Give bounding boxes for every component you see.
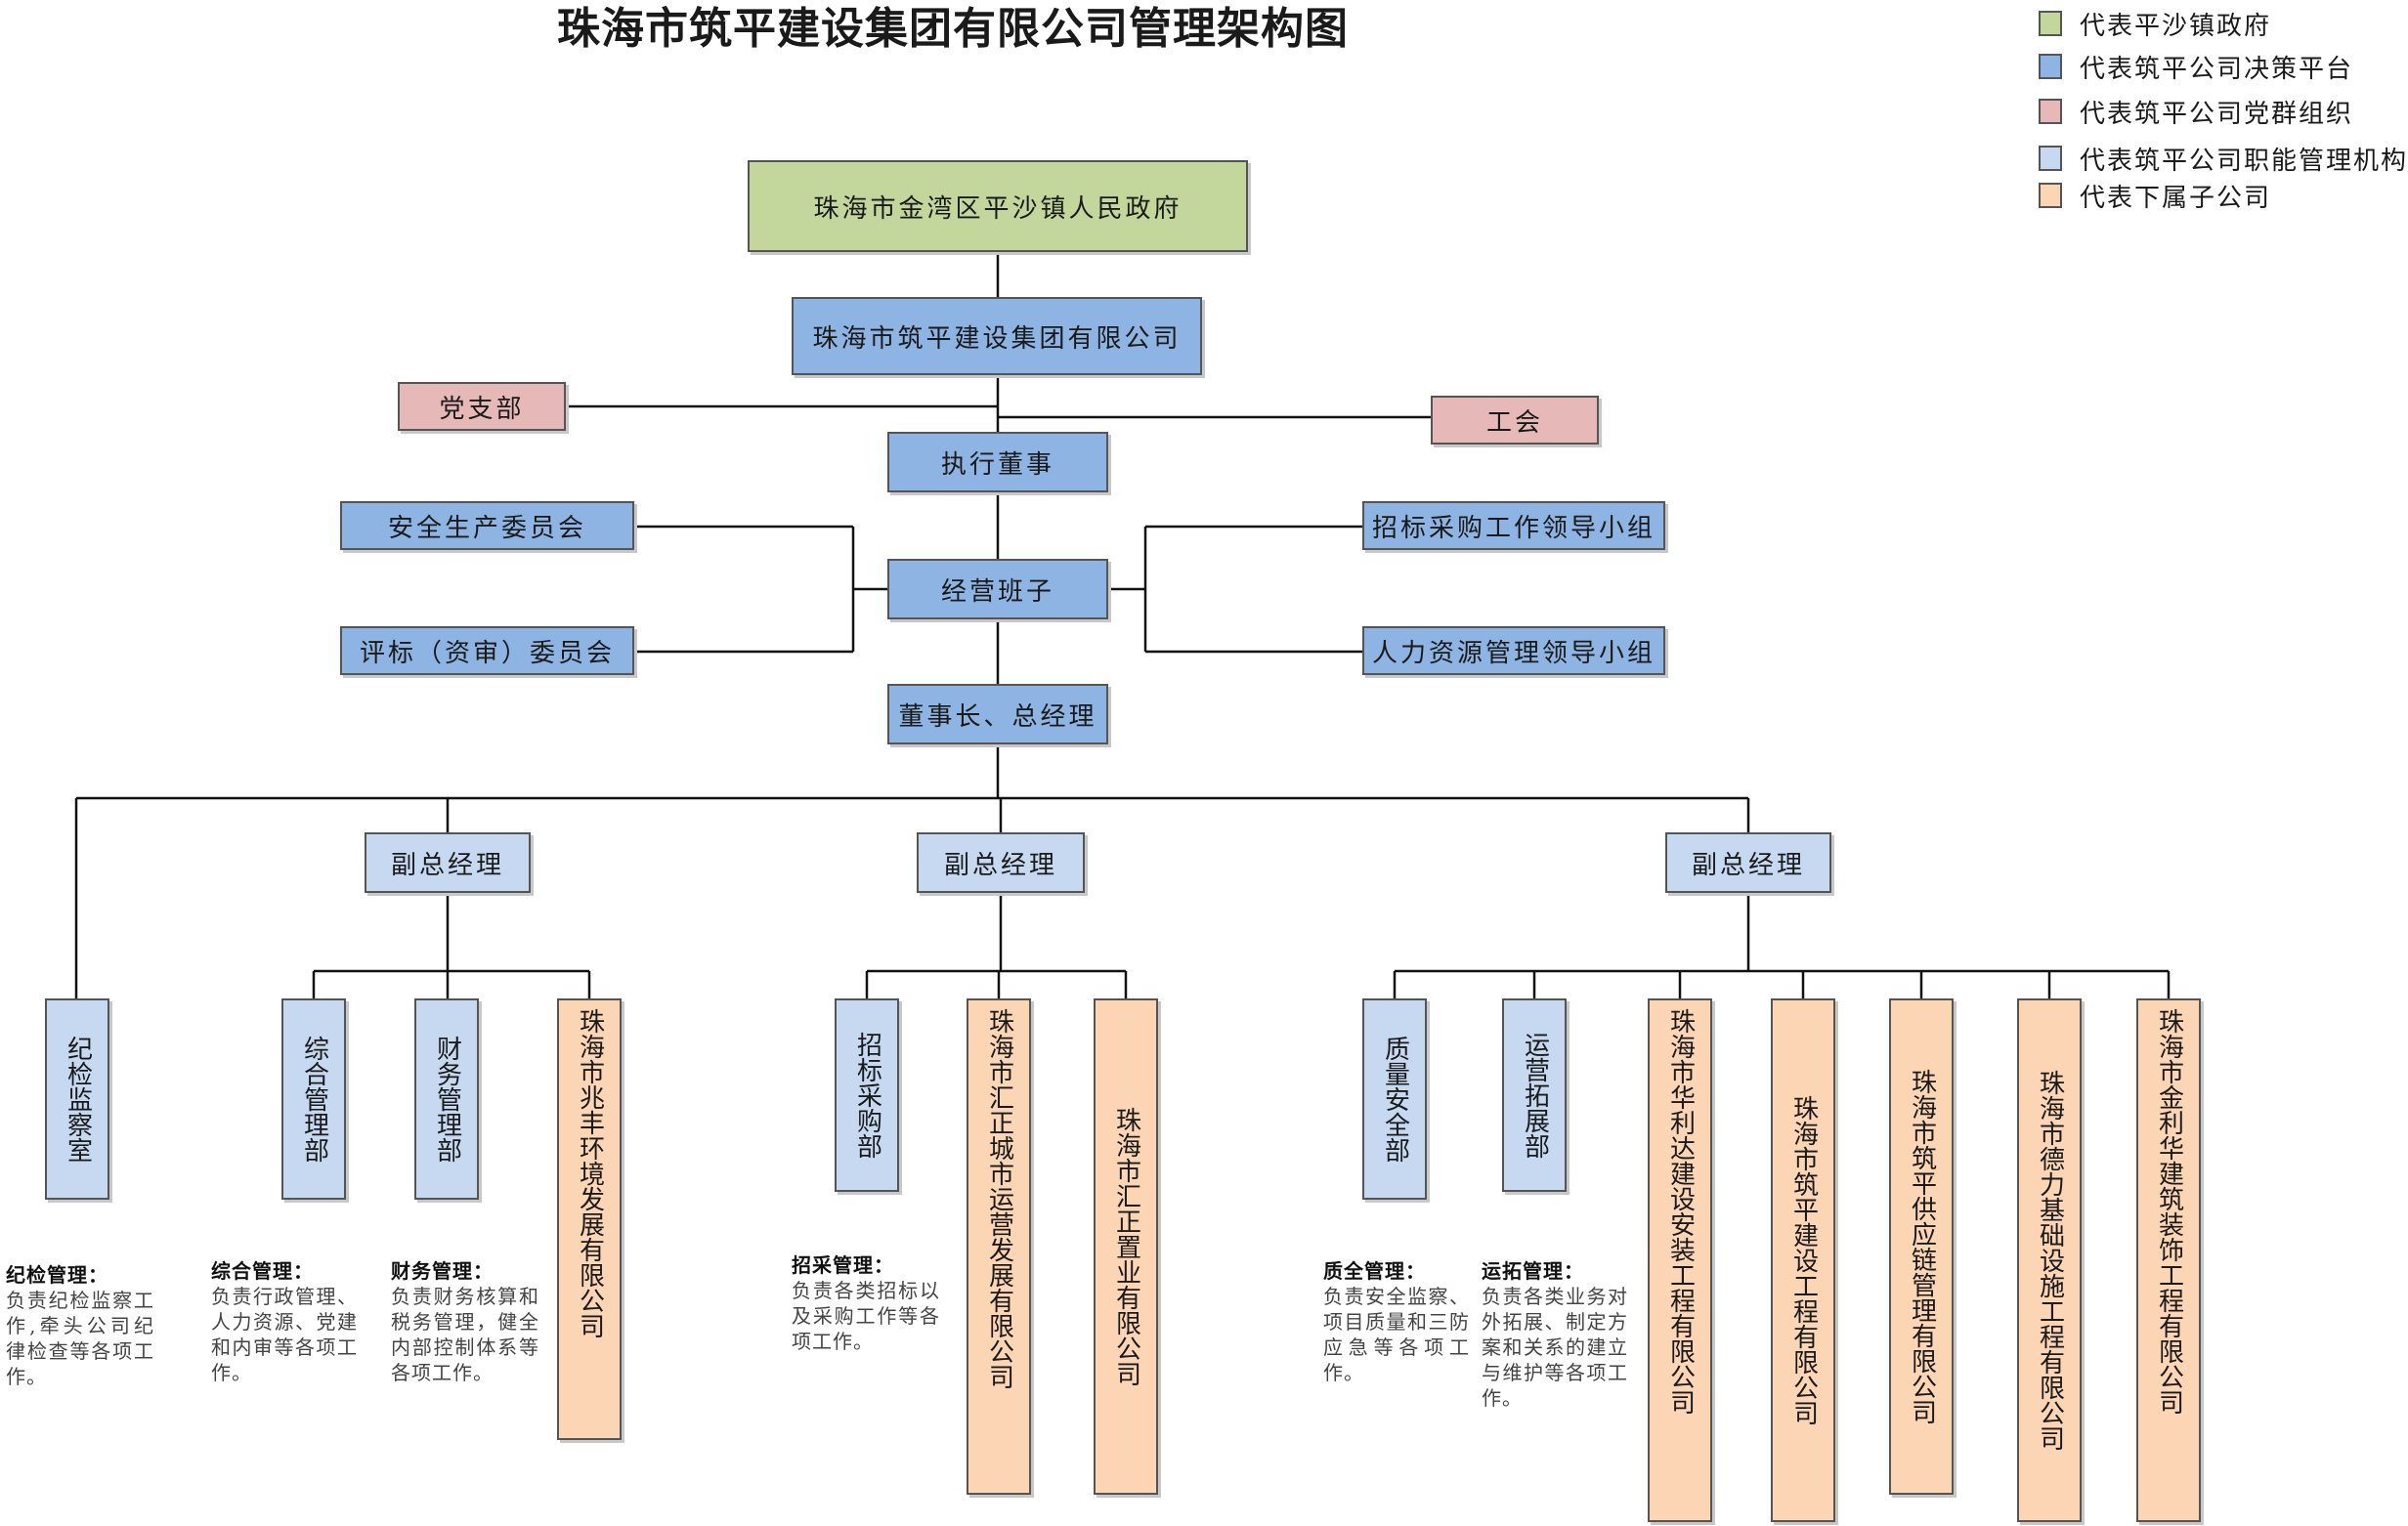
discipline-description-text: 负责纪检监察工作,牵头公司纪律检查等各项工作。: [6, 1289, 154, 1388]
discipline-office-node: 纪检监察室: [45, 998, 109, 1200]
quality-dept-label: 质量安全部: [1380, 1036, 1410, 1163]
legend-swatch-function: [2039, 146, 2062, 171]
safety-committee-node: 安全生产委员会: [340, 501, 634, 550]
quality-description: 质全管理： 负责安全监察、项目质量和三防应急等各项工作。: [1323, 1258, 1470, 1385]
chart-title: 珠海市筑平建设集团有限公司管理架构图: [557, 4, 1349, 54]
huizheng-estate-company-label: 珠海市汇正置业有限公司: [1111, 1107, 1141, 1386]
general-description-text: 负责行政管理、人力资源、党建和内审等各项工作。: [211, 1285, 358, 1384]
general-description: 综合管理： 负责行政管理、人力资源、党建和内审等各项工作。: [211, 1258, 358, 1385]
finance-description-text: 负责财务核算和税务管理，健全内部控制体系等各项工作。: [391, 1285, 539, 1384]
huali-company-node: 珠海市华利达建设安装工程有限公司: [1648, 998, 1712, 1522]
general-dept-node: 综合管理部: [281, 998, 346, 1200]
discipline-office-label: 纪检监察室: [63, 1036, 93, 1163]
finance-description: 财务管理： 负责财务核算和税务管理，健全内部控制体系等各项工作。: [391, 1258, 539, 1385]
zhuping-supply-company-node: 珠海市筑平供应链管理有限公司: [1889, 998, 1954, 1495]
deli-company-node: 珠海市德力基础设施工程有限公司: [2017, 998, 2082, 1522]
procurement-description-title: 招采管理：: [792, 1253, 894, 1277]
deli-company-label: 珠海市德力基础设施工程有限公司: [2035, 1070, 2065, 1451]
legend-label-party: 代表筑平公司党群组织: [2080, 99, 2354, 129]
general-description-title: 综合管理：: [211, 1259, 314, 1283]
legend-item-subsidiary: 代表下属子公司: [2039, 176, 2271, 215]
huizheng-city-company-label: 珠海市汇正城市运营发展有限公司: [984, 1008, 1014, 1389]
management-team-node: 经营班子: [887, 559, 1108, 619]
operation-dept-label: 运营拓展部: [1520, 1032, 1550, 1159]
operation-description-text: 负责各类业务对外拓展、制定方案和关系的建立与维护等各项工作。: [1482, 1285, 1628, 1410]
union-node: 工会: [1431, 396, 1599, 445]
procurement-description: 招采管理： 负责各类招标以及采购工作等各项工作。: [792, 1252, 940, 1354]
gov-node: 珠海市金湾区平沙镇人民政府: [748, 160, 1248, 252]
huizheng-city-company-node: 珠海市汇正城市运营发展有限公司: [967, 998, 1031, 1495]
operation-description: 运拓管理： 负责各类业务对外拓展、制定方案和关系的建立与维护等各项工作。: [1482, 1258, 1628, 1411]
jinlihua-company-node: 珠海市金利华建筑装饰工程有限公司: [2136, 998, 2201, 1522]
zhaofeng-company-node: 珠海市兆丰环境发展有限公司: [557, 998, 622, 1440]
legend-swatch-gov: [2039, 11, 2062, 36]
party-branch-node: 党支部: [398, 382, 566, 431]
discipline-description-title: 纪检管理：: [6, 1263, 108, 1287]
zhuping-build-company-label: 珠海市筑平建设工程有限公司: [1788, 1095, 1819, 1425]
legend-item-decision: 代表筑平公司决策平台: [2039, 47, 2353, 86]
chairman-node: 董事长、总经理: [887, 684, 1108, 744]
quality-description-text: 负责安全监察、项目质量和三防应急等各项工作。: [1323, 1285, 1470, 1384]
general-dept-label: 综合管理部: [299, 1036, 329, 1163]
group-node: 珠海市筑平建设集团有限公司: [792, 297, 1202, 375]
operation-dept-node: 运营拓展部: [1502, 998, 1567, 1192]
zhaofeng-company-label: 珠海市兆丰环境发展有限公司: [575, 1008, 605, 1338]
legend-swatch-subsidiary: [2039, 183, 2062, 208]
vp-mid-node: 副总经理: [917, 832, 1085, 893]
procurement-group-node: 招标采购工作领导小组: [1362, 501, 1665, 550]
quality-description-title: 质全管理：: [1323, 1259, 1426, 1283]
exec-director-node: 执行董事: [887, 432, 1108, 492]
huizheng-estate-company-node: 珠海市汇正置业有限公司: [1094, 998, 1158, 1495]
legend-label-gov: 代表平沙镇政府: [2080, 11, 2272, 41]
legend-swatch-decision: [2039, 54, 2062, 79]
procurement-description-text: 负责各类招标以及采购工作等各项工作。: [792, 1279, 940, 1353]
legend-item-function: 代表筑平公司职能管理机构: [2039, 139, 2408, 178]
zhuping-supply-company-label: 珠海市筑平供应链管理有限公司: [1907, 1069, 1937, 1424]
finance-dept-label: 财务管理部: [432, 1036, 462, 1163]
finance-description-title: 财务管理：: [391, 1259, 494, 1283]
zhuping-build-company-node: 珠海市筑平建设工程有限公司: [1771, 998, 1835, 1522]
bid-committee-node: 评标（资审）委员会: [340, 626, 634, 675]
finance-dept-node: 财务管理部: [414, 998, 479, 1200]
hr-group-node: 人力资源管理领导小组: [1362, 626, 1665, 675]
quality-dept-node: 质量安全部: [1362, 998, 1427, 1200]
vp-right-node: 副总经理: [1665, 832, 1831, 893]
legend-label-function: 代表筑平公司职能管理机构: [2080, 146, 2408, 176]
legend-swatch-party: [2039, 99, 2062, 124]
procurement-dept-node: 招标采购部: [835, 998, 899, 1192]
vp-left-node: 副总经理: [365, 832, 531, 893]
procurement-dept-label: 招标采购部: [852, 1032, 882, 1159]
jinlihua-company-label: 珠海市金利华建筑装饰工程有限公司: [2154, 1008, 2184, 1415]
legend-label-subsidiary: 代表下属子公司: [2080, 183, 2272, 213]
discipline-description: 纪检管理： 负责纪检监察工作,牵头公司纪律检查等各项工作。: [6, 1262, 154, 1389]
legend-item-party: 代表筑平公司党群组织: [2039, 92, 2353, 131]
huali-company-label: 珠海市华利达建设安装工程有限公司: [1665, 1008, 1696, 1415]
legend-label-decision: 代表筑平公司决策平台: [2080, 54, 2354, 84]
legend-item-gov: 代表平沙镇政府: [2039, 4, 2271, 43]
operation-description-title: 运拓管理：: [1482, 1259, 1584, 1283]
